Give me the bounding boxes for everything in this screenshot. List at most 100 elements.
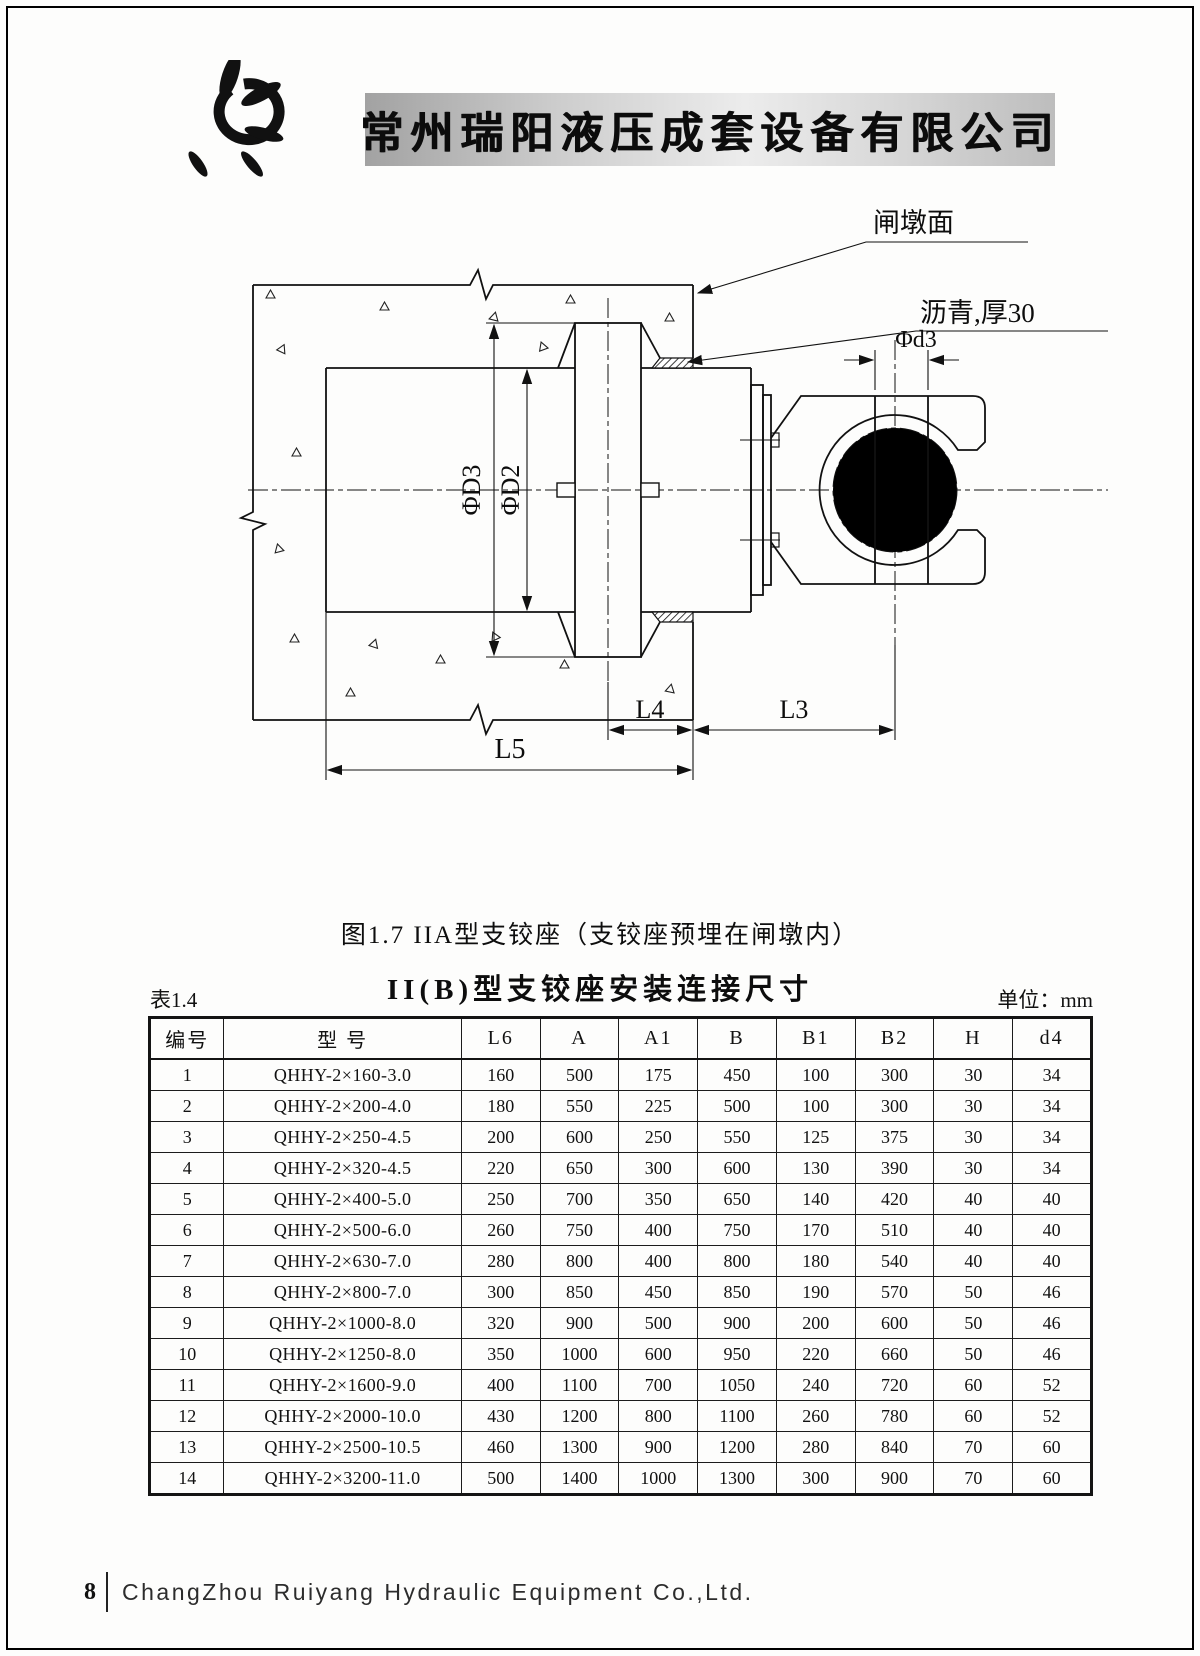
value-cell: 650 (539, 1152, 620, 1184)
concrete-aggregate-symbols (265, 288, 675, 697)
value-cell: 700 (539, 1183, 620, 1215)
label-dim-l3: L3 (780, 695, 809, 724)
value-cell: 140 (775, 1183, 856, 1215)
model-cell: QHHY-2×3200-11.0 (223, 1462, 462, 1495)
value-cell: 40 (1012, 1214, 1092, 1246)
table-header-row: 编号 型 号 L6 A A1 B B1 B2 H d4 (148, 1017, 1092, 1060)
model-cell: QHHY-2×250-4.5 (223, 1121, 462, 1153)
page-footer: 8 ChangZhou Ruiyang Hydraulic Equipment … (84, 1572, 754, 1612)
label-body-diameter: ΦD2 (496, 465, 525, 516)
model-cell: QHHY-2×400-5.0 (223, 1183, 462, 1215)
row-number-cell: 1 (148, 1058, 225, 1091)
value-cell: 350 (618, 1183, 699, 1215)
value-cell: 30 (933, 1121, 1014, 1153)
value-cell: 500 (697, 1090, 777, 1122)
row-number-cell: 5 (148, 1183, 225, 1215)
unit-label: 单位：mm (997, 988, 1093, 1012)
value-cell: 300 (618, 1152, 699, 1184)
value-cell: 1100 (697, 1400, 777, 1432)
asphalt-seal (650, 357, 694, 623)
value-cell: 430 (460, 1400, 541, 1432)
value-cell: 1000 (539, 1338, 620, 1370)
value-cell: 50 (933, 1307, 1014, 1339)
value-cell: 300 (854, 1090, 935, 1122)
value-cell: 70 (933, 1462, 1014, 1495)
value-cell: 1400 (539, 1462, 620, 1495)
row-number-cell: 4 (148, 1152, 225, 1184)
value-cell: 250 (618, 1121, 699, 1153)
table-label: 表1.4 (150, 988, 198, 1012)
value-cell: 750 (697, 1214, 777, 1246)
col-header: B1 (775, 1017, 856, 1060)
leader-lines (686, 241, 1108, 366)
model-cell: QHHY-2×630-7.0 (223, 1245, 462, 1277)
value-cell: 50 (933, 1338, 1014, 1370)
value-cell: 30 (933, 1090, 1014, 1122)
value-cell: 52 (1012, 1400, 1092, 1432)
company-name-cn: 常州瑞阳液压成套设备有限公司 (360, 110, 1060, 158)
page-number: 8 (84, 1578, 96, 1605)
value-cell: 40 (1012, 1245, 1092, 1277)
value-cell: 100 (775, 1090, 856, 1122)
label-pier-face: 闸墩面 (873, 208, 954, 238)
value-cell: 52 (1012, 1369, 1092, 1401)
value-cell: 130 (775, 1152, 856, 1184)
dimension-lines (325, 323, 959, 780)
model-cell: QHHY-2×800-7.0 (223, 1276, 462, 1308)
value-cell: 550 (539, 1090, 620, 1122)
value-cell: 350 (460, 1338, 541, 1370)
value-cell: 400 (618, 1245, 699, 1277)
value-cell: 60 (933, 1400, 1014, 1432)
value-cell: 1100 (539, 1369, 620, 1401)
technical-drawing: 闸墩面 沥青,厚30 Φd3 ΦD3 ΦD2 L4 L3 L5 (238, 208, 1108, 780)
row-number-cell: 10 (148, 1338, 225, 1370)
value-cell: 450 (697, 1058, 777, 1091)
value-cell: 400 (618, 1214, 699, 1246)
value-cell: 100 (775, 1058, 856, 1091)
value-cell: 190 (775, 1276, 856, 1308)
pin-bore-circle (832, 427, 958, 553)
value-cell: 40 (933, 1214, 1014, 1246)
value-cell: 600 (618, 1338, 699, 1370)
centerlines (248, 298, 1108, 682)
value-cell: 450 (618, 1276, 699, 1308)
value-cell: 600 (539, 1121, 620, 1153)
label-pin-diameter: Φd3 (895, 327, 937, 353)
value-cell: 600 (697, 1152, 777, 1184)
value-cell: 800 (539, 1245, 620, 1277)
value-cell: 60 (933, 1369, 1014, 1401)
value-cell: 840 (854, 1431, 935, 1463)
value-cell: 600 (854, 1307, 935, 1339)
value-cell: 800 (697, 1245, 777, 1277)
value-cell: 300 (854, 1058, 935, 1091)
table-title: II(B)型支铰座安装连接尺寸 (386, 974, 814, 1006)
model-cell: QHHY-2×320-4.5 (223, 1152, 462, 1184)
value-cell: 500 (460, 1462, 541, 1495)
value-cell: 300 (775, 1462, 856, 1495)
col-header: B (697, 1017, 777, 1060)
value-cell: 200 (460, 1121, 541, 1153)
value-cell: 1050 (697, 1369, 777, 1401)
table-meta: 表1.4 单位：mm (150, 986, 1093, 1014)
value-cell: 1300 (697, 1462, 777, 1495)
value-cell: 60 (1012, 1462, 1092, 1495)
model-cell: QHHY-2×2000-10.0 (223, 1400, 462, 1432)
row-number-cell: 6 (148, 1214, 225, 1246)
col-header: L6 (460, 1017, 541, 1060)
value-cell: 220 (775, 1338, 856, 1370)
value-cell: 240 (775, 1369, 856, 1401)
value-cell: 320 (460, 1307, 541, 1339)
row-number-cell: 13 (148, 1431, 225, 1463)
value-cell: 40 (1012, 1183, 1092, 1215)
value-cell: 1000 (618, 1462, 699, 1495)
value-cell: 260 (460, 1214, 541, 1246)
value-cell: 280 (775, 1431, 856, 1463)
col-header: H (933, 1017, 1014, 1060)
value-cell: 40 (933, 1183, 1014, 1215)
